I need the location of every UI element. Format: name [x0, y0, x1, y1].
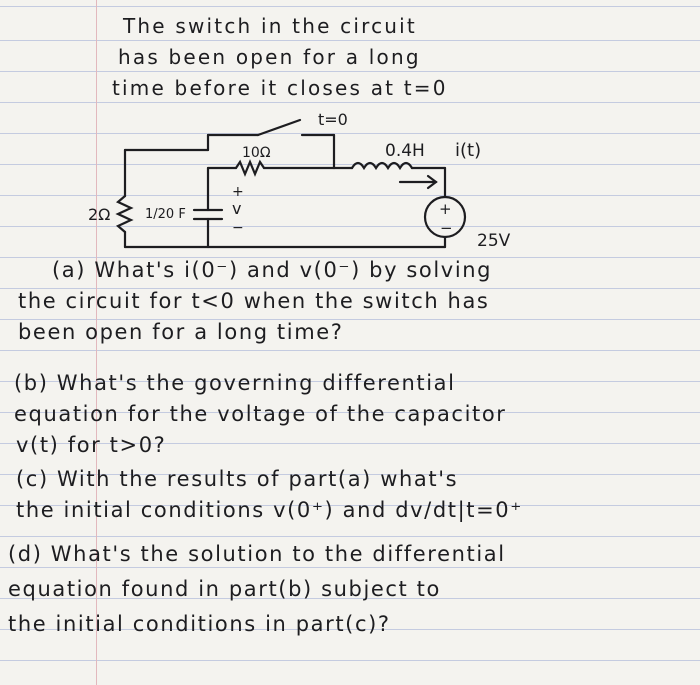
question-line-2: the circuit for t<0 when the switch has — [18, 289, 490, 313]
circuit-diagram: t=0 10Ω 0.4H i(t) 2Ω 1/20 F + v − + − 25… — [88, 110, 511, 251]
question-line-6: v(t) for t>0? — [16, 433, 167, 457]
source-plus-label: + — [439, 200, 452, 218]
question-line-4: (b) What's the governing differential — [14, 371, 456, 395]
header-line-3: time before it closes at t=0 — [112, 76, 448, 100]
resistor-left-label: 2Ω — [88, 205, 110, 224]
cap-minus-label: − — [232, 220, 244, 236]
capacitor-label: 1/20 F — [145, 207, 186, 222]
question-line-11: the initial conditions in part(c)? — [8, 612, 391, 636]
question-line-8: the initial conditions v(0⁺) and dv/dt|t… — [16, 498, 523, 522]
question-line-5: equation for the voltage of the capacito… — [14, 402, 507, 426]
question-line-10: equation found in part(b) subject to — [8, 577, 441, 601]
header-line-1: The switch in the circuit — [123, 14, 417, 38]
source-value-label: 25V — [477, 231, 511, 251]
question-line-9: (d) What's the solution to the different… — [8, 542, 506, 566]
resistor-top-label: 10Ω — [242, 145, 271, 161]
margin-line — [96, 0, 97, 685]
question-line-3: been open for a long time? — [18, 320, 344, 344]
switch-label: t=0 — [318, 110, 348, 129]
header-line-2: has been open for a long — [118, 45, 421, 69]
question-line-1: (a) What's i(0⁻) and v(0⁻) by solving — [52, 258, 493, 282]
cap-plus-label: + — [232, 184, 244, 200]
inductor-label: 0.4H — [385, 141, 425, 161]
source-minus-label: − — [440, 219, 453, 237]
current-label: i(t) — [455, 140, 481, 161]
cap-v-label: v — [232, 199, 241, 218]
question-line-7: (c) With the results of part(a) what's — [16, 467, 459, 491]
